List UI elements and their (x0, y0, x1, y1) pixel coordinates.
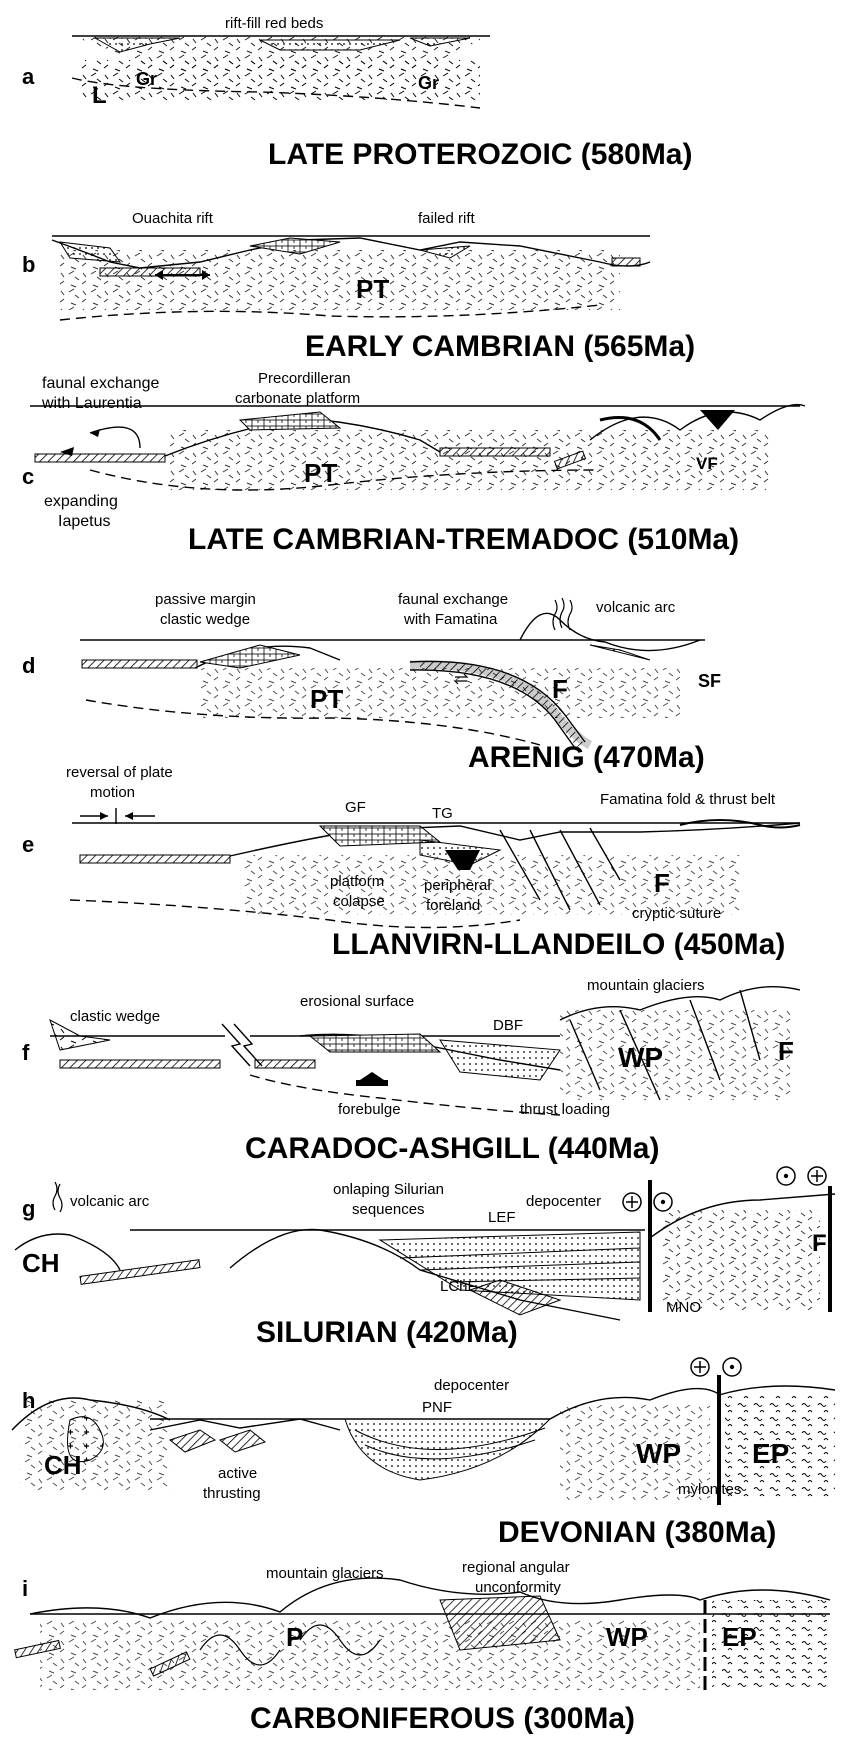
label-active: active (218, 1466, 257, 1481)
label-clastic-wedge-f: clastic wedge (70, 1009, 160, 1024)
label-mylonites: mylonites (678, 1482, 741, 1497)
label-mountain-glaciers-i: mountain glaciers (266, 1566, 384, 1581)
label-rift-fill: rift-fill red beds (225, 16, 323, 31)
label-mountain-glaciers-f: mountain glaciers (587, 978, 705, 993)
panel-b-title: EARLY CAMBRIAN (565Ma) (305, 332, 695, 362)
unit-wp-h: WP (636, 1440, 681, 1468)
unit-p: P (286, 1624, 303, 1650)
label-famatina-fold-thrust: Famatina fold & thrust belt (600, 792, 775, 807)
label-onlaping-silurian: onlaping Silurian (333, 1182, 444, 1197)
label-lef: LEF (488, 1210, 516, 1225)
label-passive-margin: passive margin (155, 592, 256, 607)
label-precordilleran: Precordilleran (258, 371, 351, 386)
panel-i-title: CARBONIFEROUS (300Ma) (250, 1704, 635, 1734)
label-mno: MNO (666, 1300, 701, 1315)
label-clastic-wedge-d: clastic wedge (160, 612, 250, 627)
panel-i-drawing (15, 1578, 830, 1690)
unit-vf: VF (696, 455, 718, 472)
label-cryptic-suture: cryptic suture (632, 906, 721, 921)
label-faunal-exchange: faunal exchange (42, 376, 159, 392)
panel-a-letter: a (22, 66, 34, 88)
panel-f-title: CARADOC-ASHGILL (440Ma) (245, 1134, 659, 1164)
label-erosional-surface: erosional surface (300, 994, 414, 1009)
label-depocenter-h: depocenter (434, 1378, 509, 1393)
label-thrusting: thrusting (203, 1486, 261, 1501)
unit-ch-g: CH (22, 1250, 60, 1276)
label-sequences: sequences (352, 1202, 425, 1217)
panel-f-drawing (50, 987, 800, 1115)
label-forebulge: forebulge (338, 1102, 401, 1117)
label-carbonate-platform: carbonate platform (235, 391, 360, 406)
panel-a-title: LATE PROTEROZOIC (580Ma) (268, 140, 692, 170)
unit-f-f: F (778, 1038, 794, 1064)
unit-ep-i: EP (722, 1624, 757, 1650)
panel-d-letter: d (22, 655, 35, 677)
label-colapse: colapse (333, 894, 385, 909)
label-platform: platform (330, 874, 384, 889)
unit-ep-h: EP (752, 1440, 789, 1468)
panel-h-letter: h (22, 1390, 35, 1412)
panel-c-drawing (30, 405, 805, 490)
label-regional-angular: regional angular (462, 1560, 570, 1575)
label-foreland: foreland (426, 898, 480, 913)
unit-pt-d: PT (310, 686, 343, 712)
label-dbf: DBF (493, 1018, 523, 1033)
unit-pt-c: PT (304, 460, 337, 486)
panel-i-letter: i (22, 1578, 28, 1600)
label-with-famatina: with Famatina (404, 612, 497, 627)
unit-sf: SF (698, 672, 721, 690)
label-unconformity: unconformity (475, 1580, 561, 1595)
label-expanding: expanding (44, 494, 118, 510)
unit-pt-b: PT (356, 276, 389, 302)
label-volcanic-arc-g: volcanic arc (70, 1194, 149, 1209)
unit-gr-left: Gr (136, 70, 157, 88)
unit-wp-f: WP (618, 1044, 663, 1072)
label-gf: GF (345, 800, 366, 815)
label-failed-rift: failed rift (418, 211, 475, 226)
unit-wp-i: WP (606, 1624, 648, 1650)
label-iapetus: Iapetus (58, 514, 110, 530)
label-peripheral: peripheral (424, 878, 491, 893)
unit-f-e: F (654, 870, 670, 896)
panel-h-title: DEVONIAN (380Ma) (498, 1518, 776, 1548)
unit-ch-h: CH (44, 1452, 82, 1478)
label-motion: motion (90, 785, 135, 800)
unit-f-d: F (552, 676, 568, 702)
unit-gr-right: Gr (418, 74, 439, 92)
panel-f-letter: f (22, 1042, 29, 1064)
panel-g-letter: g (22, 1198, 35, 1220)
panel-c-title: LATE CAMBRIAN-TREMADOC (510Ma) (188, 525, 739, 555)
label-thrust-loading: thrust loading (520, 1102, 610, 1117)
panel-e-letter: e (22, 834, 34, 856)
unit-l: L (92, 84, 107, 108)
panel-e-title: LLANVIRN-LLANDEILO (450Ma) (332, 930, 785, 960)
label-lchf: LChF (440, 1279, 477, 1294)
panel-b-drawing (52, 236, 650, 320)
label-reversal-plate: reversal of plate (66, 765, 173, 780)
label-with-laurentia: with Laurentia (42, 396, 142, 412)
panel-c-letter: c (22, 466, 34, 488)
label-tg: TG (432, 806, 453, 821)
label-pnf: PNF (422, 1400, 452, 1415)
label-ouachita-rift: Ouachita rift (132, 211, 213, 226)
panel-d-title: ARENIG (470Ma) (468, 743, 705, 773)
label-volcanic-arc-d: volcanic arc (596, 600, 675, 615)
label-depocenter-g: depocenter (526, 1194, 601, 1209)
panel-b-letter: b (22, 254, 35, 276)
panel-g-title: SILURIAN (420Ma) (256, 1318, 518, 1348)
unit-f-g: F (812, 1232, 827, 1256)
label-faunal-exchange-famatina: faunal exchange (398, 592, 508, 607)
panel-a-drawing (72, 36, 490, 108)
